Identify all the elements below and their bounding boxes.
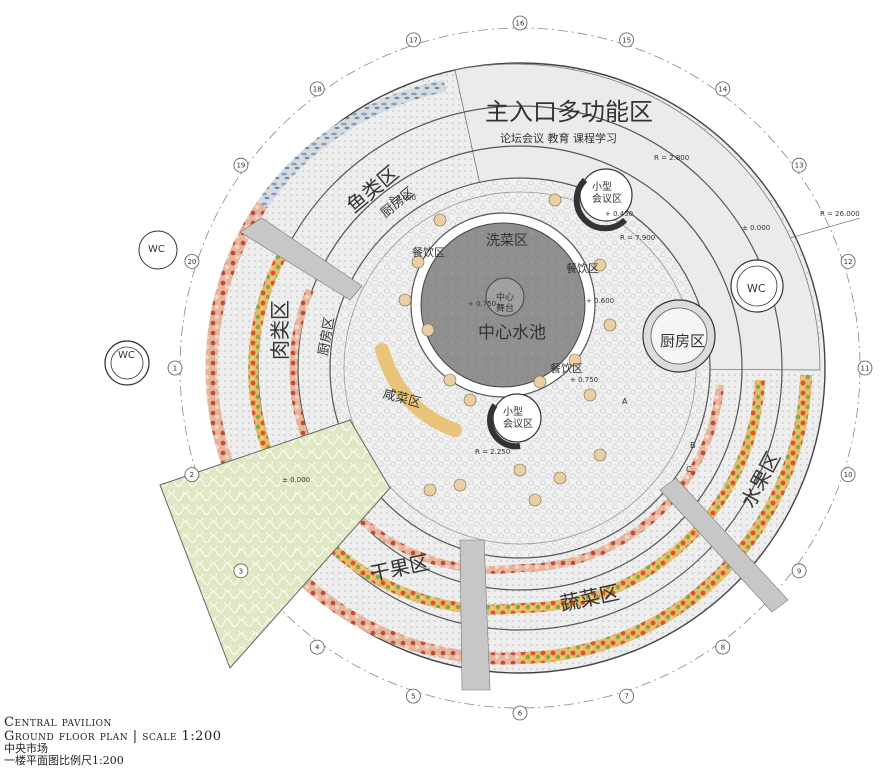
grid-bubble-5: 5 [405, 688, 421, 704]
zone-pool: 中心水池 [478, 323, 546, 343]
radius-annotations: R = 26.000 R = 2.800 R = 7.900 R = 2.250 [475, 154, 861, 456]
svg-text:17: 17 [409, 36, 418, 44]
snack-counter [375, 343, 462, 437]
zone-dining-3: 餐饮区 [550, 361, 583, 375]
meeting-pod-1-wall [573, 177, 628, 232]
walkway-s [459, 539, 491, 691]
svg-text:13: 13 [795, 162, 804, 170]
produce-stall-ring [519, 374, 812, 664]
wc-pod-northwest: WC [138, 230, 178, 270]
level-g: ± 0.000 [742, 224, 770, 232]
zone-stage: 中心舞台 [496, 291, 514, 314]
level-d: + 0.450 [605, 210, 633, 218]
wc-label-northwest: WC [148, 244, 165, 255]
svg-text:7: 7 [624, 693, 628, 701]
central-stage [485, 277, 525, 317]
grid-bubble-20: 20 [184, 253, 200, 269]
wc-pod-west: WC [104, 340, 150, 386]
inner-stall-ring [248, 247, 765, 615]
svg-text:14: 14 [718, 85, 727, 93]
grid-bubble-14: 14 [715, 81, 731, 97]
section-marks: A B C [622, 397, 696, 474]
zone-meat: 肉类区 [268, 300, 292, 360]
grid-bubble-2: 2 [184, 467, 200, 483]
level-markers: ± 0.000 + 0.750 + 0.600 + 0.450 + 0.750 … [282, 194, 770, 484]
section-mark-b: B [690, 441, 696, 450]
grid-bubble-18: 18 [309, 81, 325, 97]
svg-text:2: 2 [190, 471, 194, 479]
wc-label-west: WC [118, 350, 135, 361]
grid-bubble-8: 8 [715, 639, 731, 655]
grid-bubble-9: 9 [791, 563, 807, 579]
fish-stall-ring [257, 80, 447, 209]
grid-bubble-6: 6 [512, 705, 528, 721]
grid-bubble-19: 19 [233, 157, 249, 173]
caption-subtitle-zh: 一楼平面图比例尺1:200 [4, 753, 124, 767]
zone-kitchen-left-mid: 厨房区 [315, 316, 338, 357]
level-f: ± 0.000 [282, 476, 310, 484]
svg-text:16: 16 [516, 20, 525, 28]
level-e: + 0.750 [570, 376, 598, 384]
section-mark-a: A [622, 397, 628, 406]
zone-meeting-2: 小型会议区 [503, 405, 533, 430]
svg-text:15: 15 [622, 36, 631, 44]
svg-text:20: 20 [187, 258, 196, 266]
svg-text:19: 19 [236, 162, 245, 170]
walkway-se [659, 477, 789, 613]
svg-text:9: 9 [797, 567, 801, 575]
svg-text:8: 8 [721, 644, 725, 652]
svg-text:1: 1 [173, 365, 177, 373]
svg-text:18: 18 [313, 85, 322, 93]
grid-bubble-13: 13 [791, 157, 807, 173]
grid-bubble-4: 4 [309, 639, 325, 655]
svg-text:3: 3 [239, 567, 243, 575]
grid-bubble-10: 10 [840, 467, 856, 483]
grid-bubble-3: 3 [233, 563, 249, 579]
wc-label-east: WC [747, 282, 766, 295]
wc-pod-east: WC [730, 259, 784, 313]
meeting-pod-2-wall [487, 403, 521, 450]
svg-text:5: 5 [411, 693, 415, 701]
zone-dining-1: 餐饮区 [412, 245, 445, 259]
level-c: + 0.600 [586, 297, 614, 305]
grid-bubble-7: 7 [619, 688, 634, 704]
svg-text:12: 12 [844, 258, 853, 266]
level-b: + 0.750 [468, 300, 496, 308]
meeting-pod-2 [492, 393, 542, 443]
radius-r1: R = 26.000 [820, 210, 860, 218]
zone-entrance-title: 主入口多功能区 [485, 98, 653, 126]
svg-text:10: 10 [844, 471, 853, 479]
zone-entrance-subtitle: 论坛会议 教育 课程学习 [500, 131, 617, 145]
svg-text:6: 6 [518, 710, 523, 718]
grid-bubble-17: 17 [405, 32, 421, 48]
caption-title-zh: 中央市场 [4, 742, 48, 756]
level-a: ± 0.000 [388, 194, 416, 202]
radius-r3: R = 7.900 [620, 234, 655, 242]
radius-r4: R = 2.250 [475, 448, 510, 456]
svg-text:11: 11 [861, 365, 870, 373]
section-mark-c: C [686, 465, 692, 474]
plan-caption: Central pavilion Ground floor plan | sca… [4, 716, 221, 766]
zone-kitchen-right: 厨房区 [660, 332, 705, 350]
grid-bubble-15: 15 [619, 32, 634, 48]
zone-meeting-1: 小型会议区 [592, 180, 622, 205]
garden-extension [159, 419, 391, 669]
grid-bubble-1: 1 [167, 360, 183, 376]
kitchen-pod-inner [650, 307, 708, 365]
radius-r2: R = 2.800 [654, 154, 689, 162]
walkway-nw [239, 217, 363, 301]
grid-bubble-16: 16 [512, 15, 528, 31]
grid-bubble-12: 12 [840, 253, 856, 269]
zone-dining-2: 餐饮区 [566, 261, 599, 275]
dining-tables [398, 193, 617, 507]
caption-subtitle: Ground floor plan | scale 1:200 [4, 728, 222, 744]
svg-text:4: 4 [315, 644, 320, 652]
zone-wash: 洗菜区 [486, 233, 528, 249]
grid-bubble-11: 11 [857, 360, 873, 376]
caption-title: Central pavilion [4, 715, 112, 730]
ring-wall-2 [297, 145, 743, 591]
